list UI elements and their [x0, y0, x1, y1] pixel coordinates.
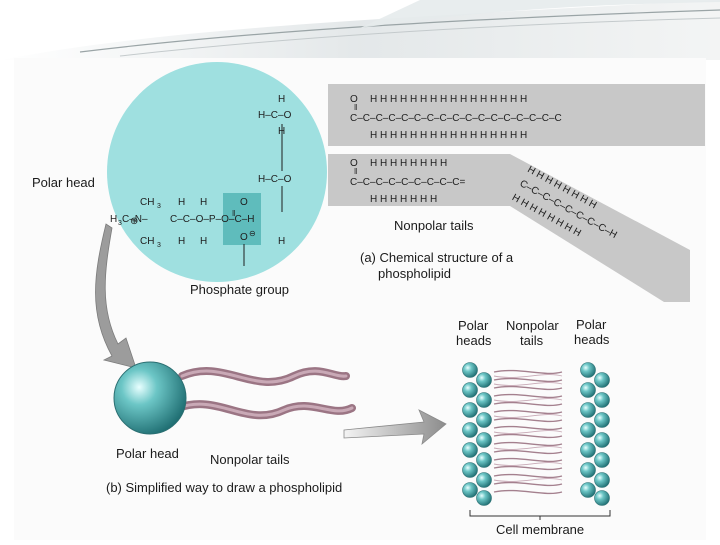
svg-text:3: 3 — [157, 242, 161, 249]
svg-text:H: H — [278, 126, 285, 137]
simplified-tails — [174, 367, 356, 420]
svg-text:‖: ‖ — [354, 167, 357, 176]
svg-text:C–C–C–C–C–C–C–C–C–C–C–C–C–C–C–: C–C–C–C–C–C–C–C–C–C–C–C–C–C–C–C–C — [350, 113, 562, 124]
svg-text:O: O — [350, 94, 358, 105]
cell-membrane-heads-right — [580, 362, 610, 506]
caption-b: (b) Simplified way to draw a phospholipi… — [106, 480, 342, 495]
svg-text:CH: CH — [140, 236, 154, 247]
svg-text:H H H H H H H H H H: H H H H H H H H H H H H H H H H — [370, 130, 527, 141]
svg-text:H: H — [200, 236, 207, 247]
membrane-labels: Polar heads Nonpolar tails Polar heads — [456, 317, 610, 348]
svg-text:H: H — [178, 236, 185, 247]
polar-head-b-label: Polar head — [116, 446, 179, 461]
svg-text:O: O — [350, 158, 358, 169]
membrane-polar-heads-right-1: Polar — [576, 317, 607, 332]
cell-membrane-tails — [493, 369, 563, 495]
tail-band-upper — [328, 84, 705, 146]
slide-header-decoration — [0, 0, 720, 60]
tail-band-lower — [328, 154, 690, 302]
svg-text:H: H — [278, 94, 285, 105]
straight-arrow — [343, 409, 447, 446]
svg-text:H: H — [178, 197, 185, 208]
polar-head-circle — [107, 62, 327, 282]
membrane-nonpolar-tails-1: Nonpolar — [506, 318, 559, 333]
svg-text:H H H H H H H: H H H H H H H — [370, 194, 437, 205]
cell-membrane-label: Cell membrane — [496, 522, 584, 537]
svg-text:3: 3 — [118, 220, 122, 227]
cell-membrane-heads-left — [462, 362, 492, 506]
svg-text:‖: ‖ — [232, 209, 235, 218]
svg-text:H H H H H H H H: H H H H H H H H — [370, 158, 447, 169]
svg-text:H H H H H H H H H H: H H H H H H H H H H H H H H H H — [370, 94, 527, 105]
membrane-polar-heads-left-1: Polar — [458, 318, 489, 333]
svg-text:3: 3 — [157, 203, 161, 210]
svg-text:O: O — [240, 197, 248, 208]
membrane-bracket — [469, 510, 611, 520]
svg-text:‖: ‖ — [354, 103, 357, 112]
svg-text:C–C–O–P–O–C–H: C–C–O–P–O–C–H — [170, 214, 254, 225]
fatty-acid-chain-upper: O H H H H H H H H H H H H H H H H ‖ C–C–… — [350, 94, 562, 141]
svg-text:H–C–O: H–C–O — [258, 174, 292, 185]
svg-text:⊕: ⊕ — [130, 216, 138, 227]
simplified-polar-head-sphere — [113, 361, 187, 435]
svg-text:H: H — [200, 197, 207, 208]
phosphate-group-label: Phosphate group — [190, 282, 289, 297]
svg-text:CH: CH — [140, 197, 154, 208]
nonpolar-tails-b-label: Nonpolar tails — [210, 452, 290, 467]
svg-text:C–N–: C–N– — [122, 214, 148, 225]
svg-text:H: H — [110, 214, 117, 225]
polar-head-label: Polar head — [32, 175, 95, 190]
svg-text:H–C–O: H–C–O — [258, 110, 292, 121]
svg-text:O: O — [240, 232, 248, 243]
caption-a-line2: phospholipid — [378, 266, 451, 281]
curved-arrow — [95, 223, 137, 369]
membrane-nonpolar-tails-2: tails — [520, 333, 544, 348]
svg-text:H: H — [278, 236, 285, 247]
phosphate-group-box — [223, 193, 261, 245]
nonpolar-tails-label: Nonpolar tails — [394, 218, 474, 233]
caption-a-line1: (a) Chemical structure of a — [360, 250, 514, 265]
fatty-acid-chain-lower: O H H H H H H H H ‖ C–C–C–C–C–C–C–C–C= H… — [350, 158, 619, 241]
svg-text:⊖: ⊖ — [249, 229, 256, 238]
membrane-polar-heads-right-2: heads — [574, 332, 610, 347]
membrane-polar-heads-left-2: heads — [456, 333, 492, 348]
svg-text:C–C–C–C–C–C–C–C–C=: C–C–C–C–C–C–C–C–C= — [350, 177, 465, 188]
